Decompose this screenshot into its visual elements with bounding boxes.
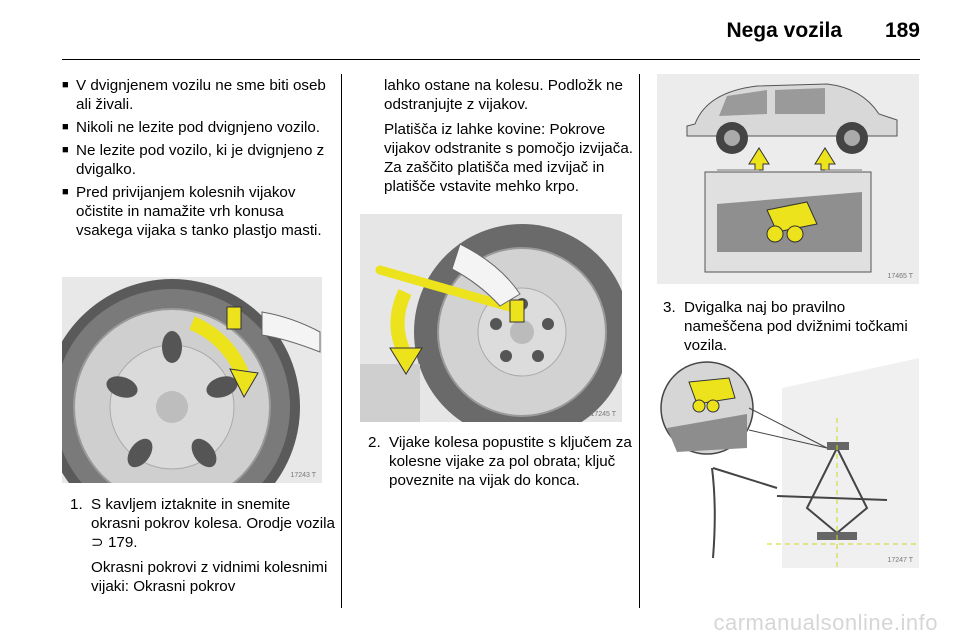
step-1: 1. S kavljem iztaknite in snemite okrasn… <box>70 495 335 602</box>
step-3: 3. Dvigalka naj bo pravilno nameščena po… <box>663 298 925 361</box>
bullet-item: Pred privijanjem kolesnih vijakov očisti… <box>62 183 334 240</box>
wrench-illustration <box>360 214 630 440</box>
figure-code: 17243 T <box>290 472 316 479</box>
figure-loosen-bolts: 17245 T <box>360 214 630 440</box>
column-2: lahko ostane na kolesu. Podložk ne odstr… <box>384 76 634 202</box>
bullet-item: Ne lezite pod vozilo, ki je dvignjeno z … <box>62 141 334 179</box>
figure-jack-placement: 17247 T <box>657 358 919 568</box>
paragraph: lahko ostane na kolesu. Podložk ne odstr… <box>384 77 623 113</box>
column-divider-2 <box>639 74 640 608</box>
watermark: carmanualsonline.info <box>713 610 938 635</box>
bullet-item: Nikoli ne lezite pod dvignjeno vozilo. <box>62 118 334 137</box>
step-number: 1. <box>70 496 83 513</box>
wheel-cover-illustration <box>44 277 322 535</box>
page-number: 189 <box>884 19 920 42</box>
header-rule <box>62 59 920 60</box>
page-title: Nega vozila <box>726 19 842 42</box>
figure-code: 17465 T <box>887 273 913 280</box>
column-divider-1 <box>341 74 342 608</box>
jack-placement-illustration <box>657 358 919 568</box>
ref-page: 179. <box>107 534 138 551</box>
step-text: Dvigalka naj bo pravilno nameščena pod d… <box>684 299 908 354</box>
step-text: S kavljem iztaknite in snemite okrasni p… <box>91 496 335 532</box>
car-jacking-points-illustration <box>657 74 919 284</box>
step-text: Vijake kolesa popustite s ključem za kol… <box>389 434 632 489</box>
step-2: 2. Vijake kolesa popustite s ključem za … <box>368 433 633 496</box>
column-1: V dvignjenem vozilu ne sme biti oseb ali… <box>62 76 334 244</box>
figure-wheel-cover-removal: 17243 T <box>44 277 322 535</box>
figure-code: 17245 T <box>590 411 616 418</box>
figure-code: 17247 T <box>887 557 913 564</box>
ref-arrow-icon: ⊃ <box>91 534 104 551</box>
step-number: 2. <box>368 434 381 451</box>
step-note: Okrasni pokrovi z vidnimi kolesnimi vija… <box>91 559 328 595</box>
bullet-item: V dvignjenem vozilu ne sme biti oseb ali… <box>62 76 334 114</box>
figure-jacking-points: 17465 T <box>657 74 919 284</box>
paragraph: Platišča iz lahke kovine: Pokrove vijako… <box>384 121 634 195</box>
step-number: 3. <box>663 299 676 316</box>
